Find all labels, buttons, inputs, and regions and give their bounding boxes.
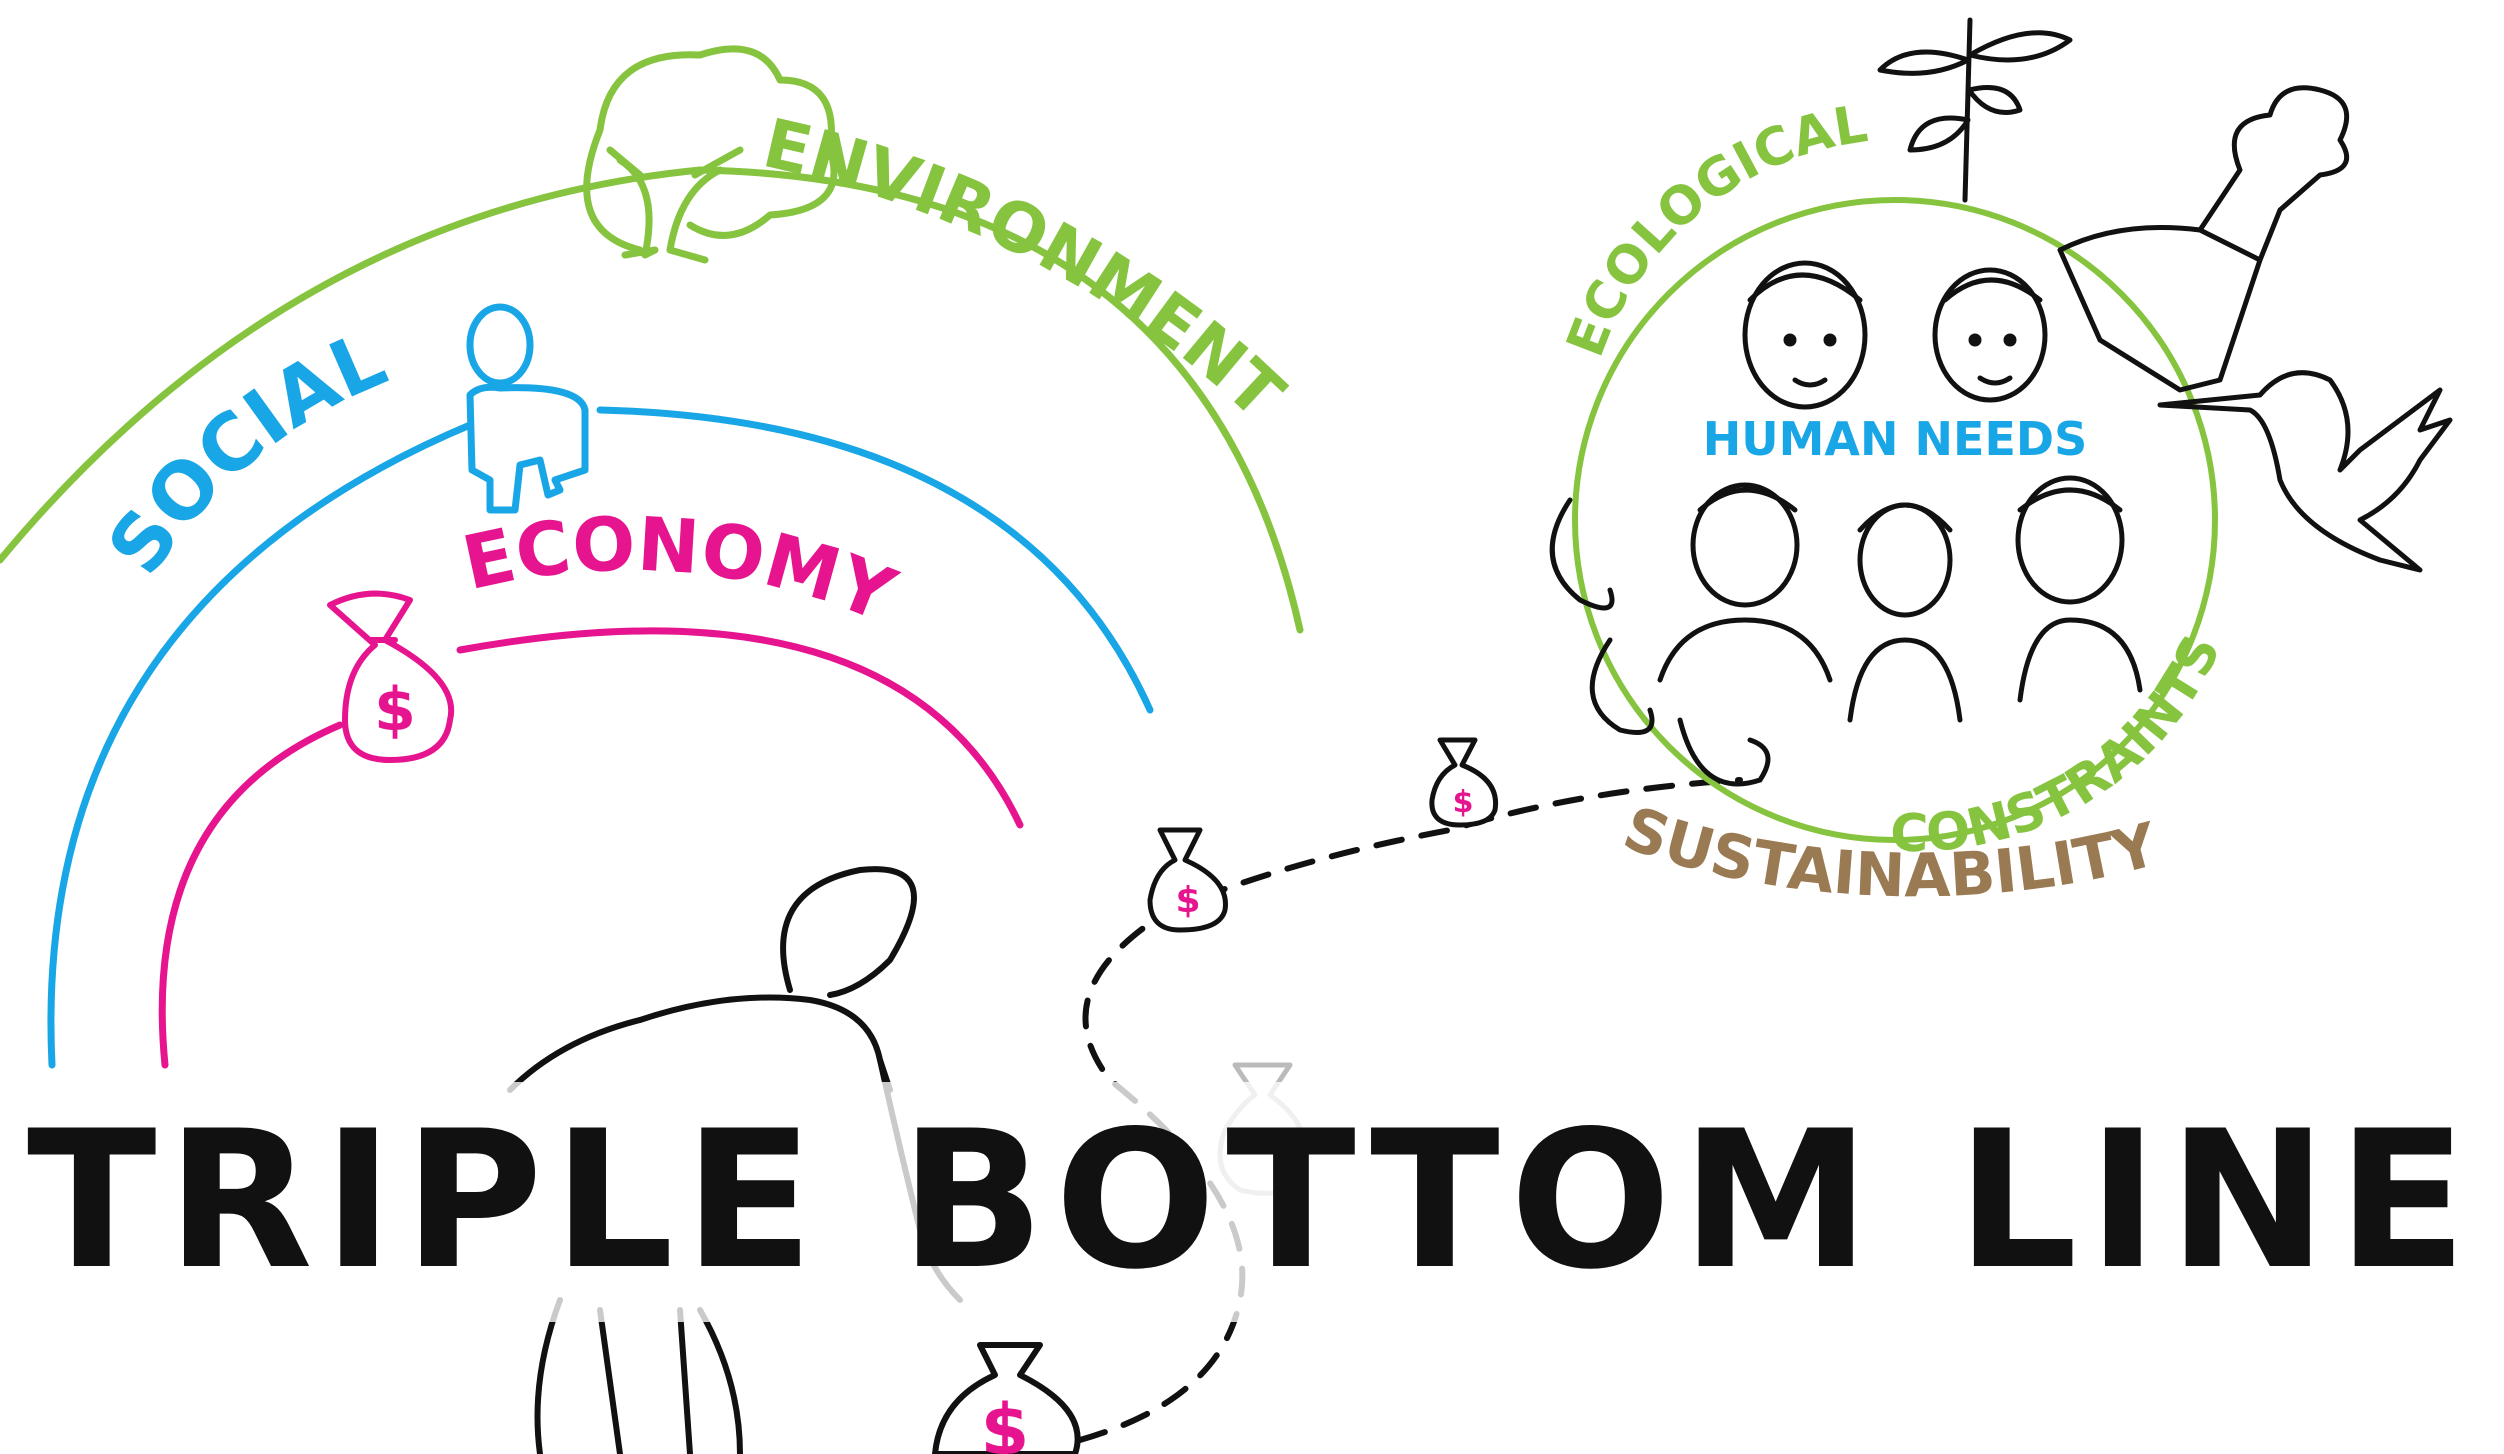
money-bag-icon: $ (1147, 827, 1228, 933)
title-band (0, 1082, 2504, 1322)
social-arc (47, 421, 474, 1069)
economy-arc-right (456, 627, 1024, 829)
svg-text:$: $ (374, 675, 416, 745)
svg-text:$: $ (981, 1389, 1030, 1454)
erupting-volcano-icon (2057, 85, 2350, 393)
wind-swirl-icon (1549, 497, 1771, 787)
economy-label: ECONOMY (456, 501, 908, 639)
social-label: SOCIAL (91, 314, 398, 590)
tree-icon (583, 45, 838, 264)
social-arc-right (596, 406, 1154, 714)
human-needs-label: HUMAN NEEDS (1703, 412, 2087, 466)
money-bag-icon: $ (1429, 737, 1499, 828)
money-bag-icon: $ (327, 590, 455, 763)
sprout-icon (1877, 17, 2073, 203)
page-title: TRIPLE BOTTOM LINE (26, 1089, 2478, 1311)
ecological-label: ECOLOGICAL (1556, 94, 1872, 364)
sustainability-circle (1572, 197, 2218, 843)
svg-text:$: $ (1175, 880, 1200, 921)
human-faces-icon (1657, 260, 2143, 723)
svg-text:$: $ (1453, 785, 1474, 820)
environment-label: ENVIRONMENT (756, 104, 1298, 435)
economy-arc (158, 721, 344, 1069)
person-icon (466, 303, 589, 514)
money-bag-icon: $ (932, 1342, 1081, 1454)
hummingbird-icon (2157, 370, 2453, 573)
